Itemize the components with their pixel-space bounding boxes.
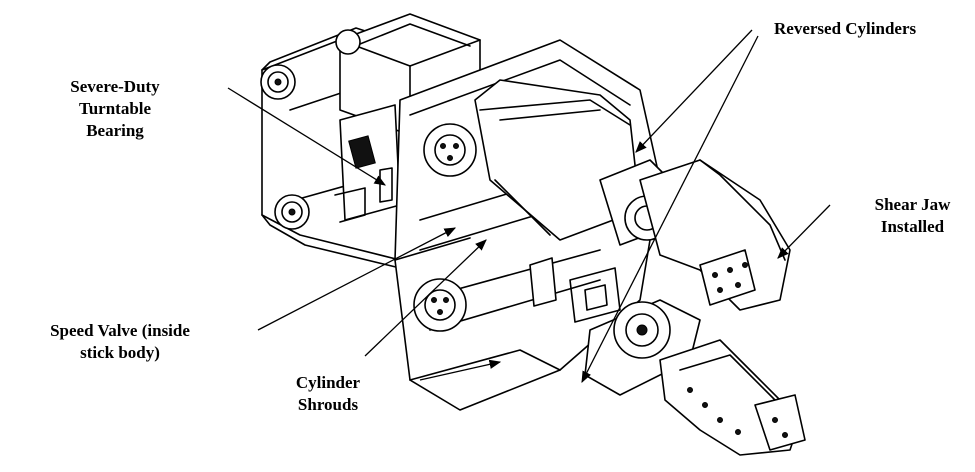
cylinder-shroud-upper bbox=[474, 79, 641, 241]
leader-turntable bbox=[227, 87, 386, 186]
label-cylinder-shrouds: Cylinder Shrouds bbox=[295, 373, 361, 414]
shear-jaw-lower bbox=[659, 339, 806, 456]
label-shear-jaw: Shear Jaw Installed bbox=[874, 195, 951, 236]
label-turntable-bearing: Severe-Duty Turntable Bearing bbox=[70, 77, 160, 140]
leader-speed bbox=[257, 227, 457, 331]
bracket-pins bbox=[260, 29, 361, 230]
leader-shroud-2 bbox=[364, 239, 487, 357]
shear-jaw-upper bbox=[639, 159, 791, 311]
speed-valve bbox=[529, 257, 621, 323]
label-reversed-cylinders: Reversed Cylinders bbox=[774, 19, 917, 38]
leader-shroud-1 bbox=[419, 359, 502, 381]
label-speed-valve: Speed Valve (inside stick body) bbox=[50, 321, 190, 362]
cylinder-lower bbox=[413, 278, 467, 332]
turntable-bearing bbox=[334, 104, 401, 223]
leader-lines bbox=[227, 29, 831, 384]
leader-shear bbox=[777, 204, 831, 259]
leader-reversed-1 bbox=[635, 29, 753, 153]
leader-reversed-2 bbox=[581, 35, 759, 384]
cylinder-left bbox=[423, 123, 477, 177]
jaw-pivot bbox=[584, 299, 701, 396]
